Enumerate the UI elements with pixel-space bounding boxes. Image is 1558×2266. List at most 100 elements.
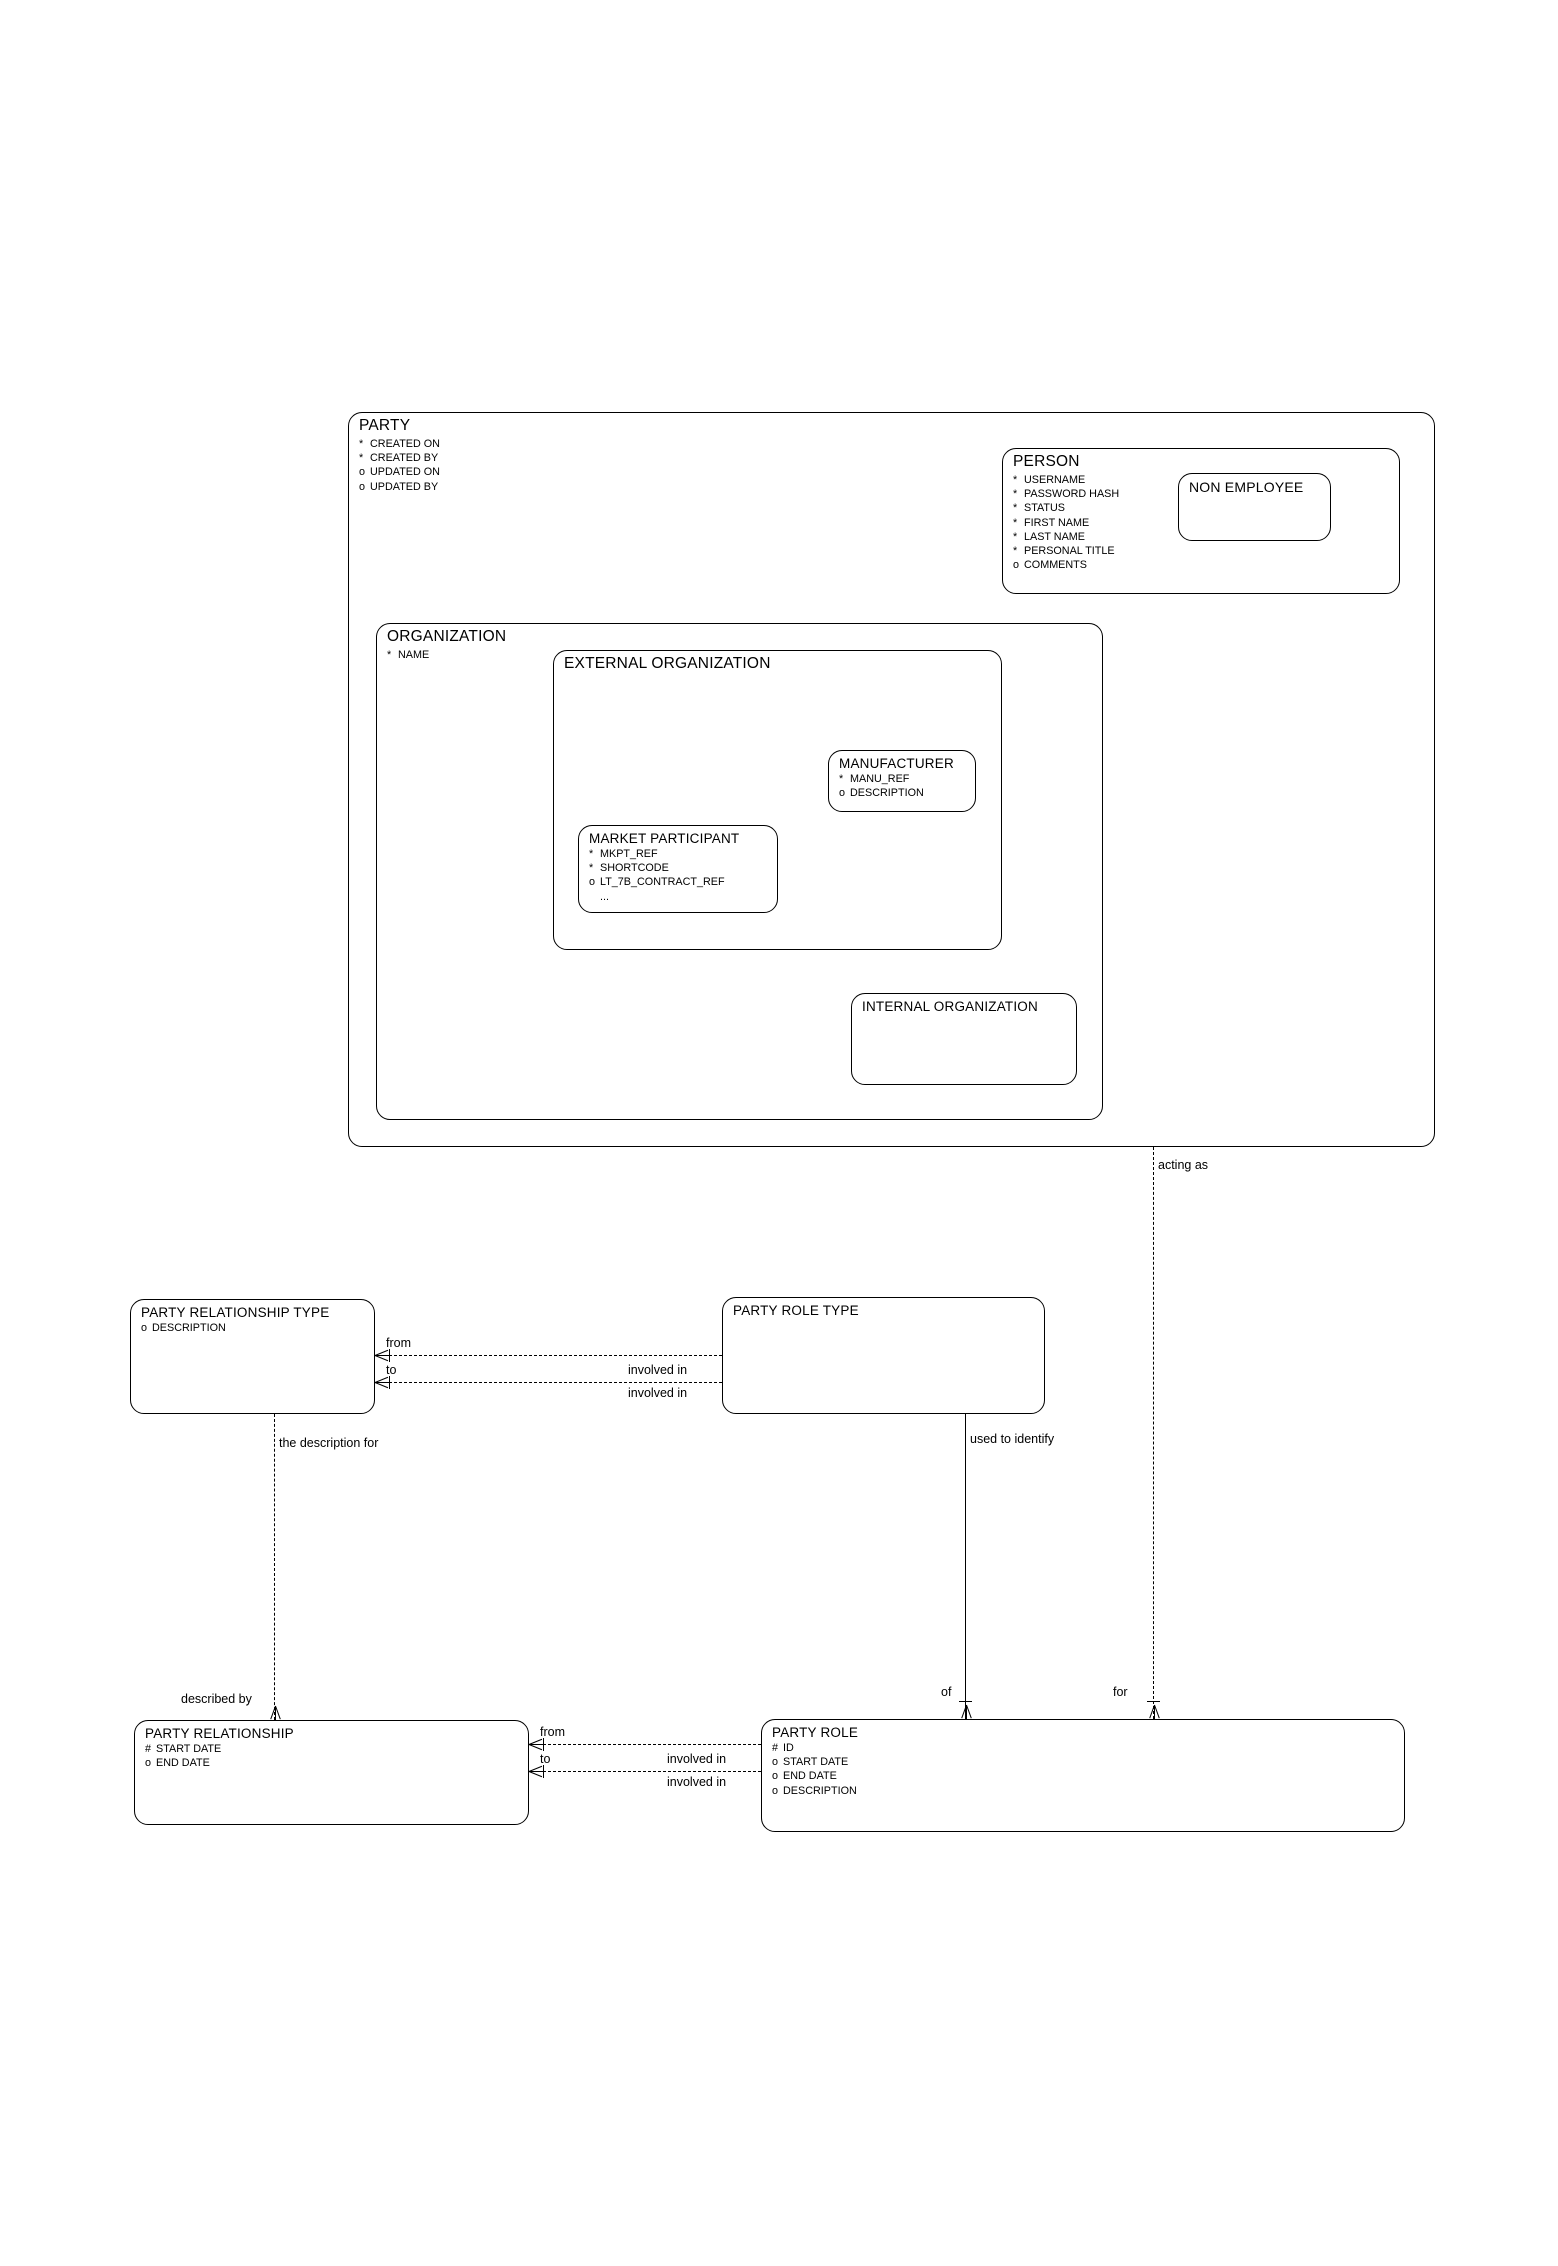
attr-label: UPDATED BY <box>370 480 439 493</box>
entity-person[interactable]: PERSON *USERNAME *PASSWORD HASH *STATUS … <box>1002 448 1400 594</box>
attr-mark: * <box>387 649 392 661</box>
entity-party-relationship-type-attributes: o DESCRIPTION <box>141 1321 226 1335</box>
attr-label: STATUS <box>1024 502 1065 515</box>
entity-party-relationship-type[interactable]: PARTY RELATIONSHIP TYPE o DESCRIPTION <box>130 1299 375 1414</box>
entity-non-employee-title: NON EMPLOYEE <box>1189 479 1304 495</box>
connector-prt-description-for <box>274 1414 275 1720</box>
entity-party[interactable]: PARTY * CREATED ON * CREATED BY o UPDATED O… <box>348 412 1435 1147</box>
crowsfoot-pr-from <box>529 1736 543 1752</box>
attr-mark: # <box>145 1743 152 1755</box>
entity-manufacturer[interactable]: MANUFACTURER * MANU_REF o DESCRIPTION <box>828 750 976 812</box>
connector-tick-prt-from <box>389 1349 390 1362</box>
entity-party-role-title: PARTY ROLE <box>772 1725 859 1740</box>
entity-manufacturer-attributes: * MANU_REF o DESCRIPTION <box>839 772 924 800</box>
entity-market-participant[interactable]: MARKET PARTICIPANT *MKPT_REF *SHORTCODE … <box>578 825 778 913</box>
entity-party-relationship-type-title: PARTY RELATIONSHIP TYPE <box>141 1305 330 1320</box>
connector-party-role-type-used-to-identify <box>965 1414 966 1719</box>
attr-label: LAST NAME <box>1024 530 1086 543</box>
entity-party-role-type[interactable]: PARTY ROLE TYPE <box>722 1297 1045 1414</box>
relationship-label-the-description-for: the description for <box>279 1436 379 1450</box>
attr-label: FIRST NAME <box>1024 516 1090 529</box>
relationship-label-used-to-identify: used to identify <box>970 1432 1055 1446</box>
entity-market-participant-title: MARKET PARTICIPANT <box>589 831 740 846</box>
relationship-label-prt-involved-in-1: involved in <box>628 1363 688 1377</box>
attr-label: PASSWORD HASH <box>1024 488 1120 501</box>
relationship-label-prt-involved-in-2: involved in <box>628 1386 688 1400</box>
entity-organization-title: ORGANIZATION <box>387 628 507 645</box>
entity-person-attributes: * USERNAME * PASSWORD HASH * STATUS * FIRST … <box>1013 473 1119 572</box>
attr-mark: o <box>141 1322 148 1334</box>
attr-label: END DATE <box>783 1770 837 1783</box>
attr-label: USERNAME <box>1024 474 1086 486</box>
relationship-label-pr-from: from <box>540 1725 565 1739</box>
connector-pr-from-involved-in <box>543 1744 761 1745</box>
crowsfoot-described-by <box>267 1706 283 1720</box>
attr-mark: o <box>359 480 366 493</box>
attr-label: START DATE <box>156 1743 222 1755</box>
attr-label: UPDATED ON <box>370 466 440 479</box>
attr-mark: * <box>589 862 594 875</box>
attr-label: END DATE <box>156 1757 210 1770</box>
relationship-label-acting-as: acting as <box>1158 1158 1209 1172</box>
connector-tick-pr-to <box>543 1765 544 1778</box>
attr-mark: o <box>772 1756 779 1769</box>
attr-label: SHORTCODE <box>600 862 669 875</box>
connector-pr-to-involved-in <box>543 1771 761 1772</box>
entity-party-relationship-attributes: # START DATE o END DATE <box>145 1742 221 1770</box>
entity-external-organization-title: EXTERNAL ORGANIZATION <box>564 655 771 672</box>
attr-mark: * <box>839 773 844 785</box>
crowsfoot-prt-to <box>375 1374 389 1390</box>
attr-mark: o <box>359 466 366 479</box>
entity-party-title: PARTY <box>359 417 411 434</box>
crowsfoot-of <box>958 1705 974 1719</box>
entity-party-relationship-title: PARTY RELATIONSHIP <box>145 1726 294 1741</box>
entity-organization[interactable]: ORGANIZATION *NAME <box>376 623 1103 1120</box>
relationship-label-of: of <box>941 1685 952 1699</box>
connector-tick-pr-from <box>543 1738 544 1751</box>
connector-tick-prt-to <box>389 1376 390 1389</box>
attr-mark: * <box>1013 545 1018 558</box>
attr-label: DESCRIPTION <box>850 787 924 800</box>
crowsfoot-pr-to <box>529 1763 543 1779</box>
attr-mark: * <box>1013 474 1018 486</box>
connector-tick-of <box>959 1701 972 1702</box>
attr-label: PERSONAL TITLE <box>1024 545 1115 558</box>
attr-label: DESCRIPTION <box>783 1784 857 1797</box>
attr-mark: * <box>1013 502 1018 515</box>
entity-internal-organization-title: INTERNAL ORGANIZATION <box>862 999 1038 1014</box>
relationship-label-pr-involved-in-1: involved in <box>667 1752 727 1766</box>
entity-party-relationship[interactable]: PARTY RELATIONSHIP # START DATE o END DATE <box>134 1720 529 1825</box>
connector-prt-from-involved-in <box>389 1355 722 1356</box>
attr-mark: * <box>1013 530 1018 543</box>
attr-mark: o <box>145 1757 152 1770</box>
relationship-label-pr-involved-in-2: involved in <box>667 1775 727 1789</box>
attr-mark: * <box>359 438 364 450</box>
entity-non-employee[interactable]: NON EMPLOYEE <box>1178 473 1331 541</box>
attr-mark: o <box>839 787 846 800</box>
entity-external-organization[interactable]: EXTERNAL ORGANIZATION <box>553 650 1002 950</box>
attr-label: DESCRIPTION <box>152 1322 226 1334</box>
attr-mark: o <box>772 1784 779 1797</box>
entity-party-role-type-title: PARTY ROLE TYPE <box>733 1303 859 1318</box>
attr-label: MANU_REF <box>850 773 910 785</box>
crowsfoot-prt-from <box>375 1347 389 1363</box>
attr-label: MKPT_REF <box>600 848 658 860</box>
attr-mark: * <box>1013 488 1018 501</box>
entity-manufacturer-title: MANUFACTURER <box>839 756 954 771</box>
attr-mark: * <box>1013 516 1018 529</box>
attr-mark: o <box>589 876 596 889</box>
attr-mark: # <box>772 1742 779 1754</box>
connector-party-acting-as-party-role <box>1153 1147 1154 1719</box>
entity-internal-organization[interactable]: INTERNAL ORGANIZATION <box>851 993 1077 1085</box>
crowsfoot-for <box>1146 1705 1162 1719</box>
attr-label: CREATED ON <box>370 438 440 450</box>
connector-prt-to-involved-in <box>389 1382 722 1383</box>
relationship-label-prt-to: to <box>386 1363 397 1377</box>
attr-label: CREATED BY <box>370 452 439 465</box>
attr-mark: o <box>1013 559 1020 572</box>
attr-label: COMMENTS <box>1024 559 1087 572</box>
